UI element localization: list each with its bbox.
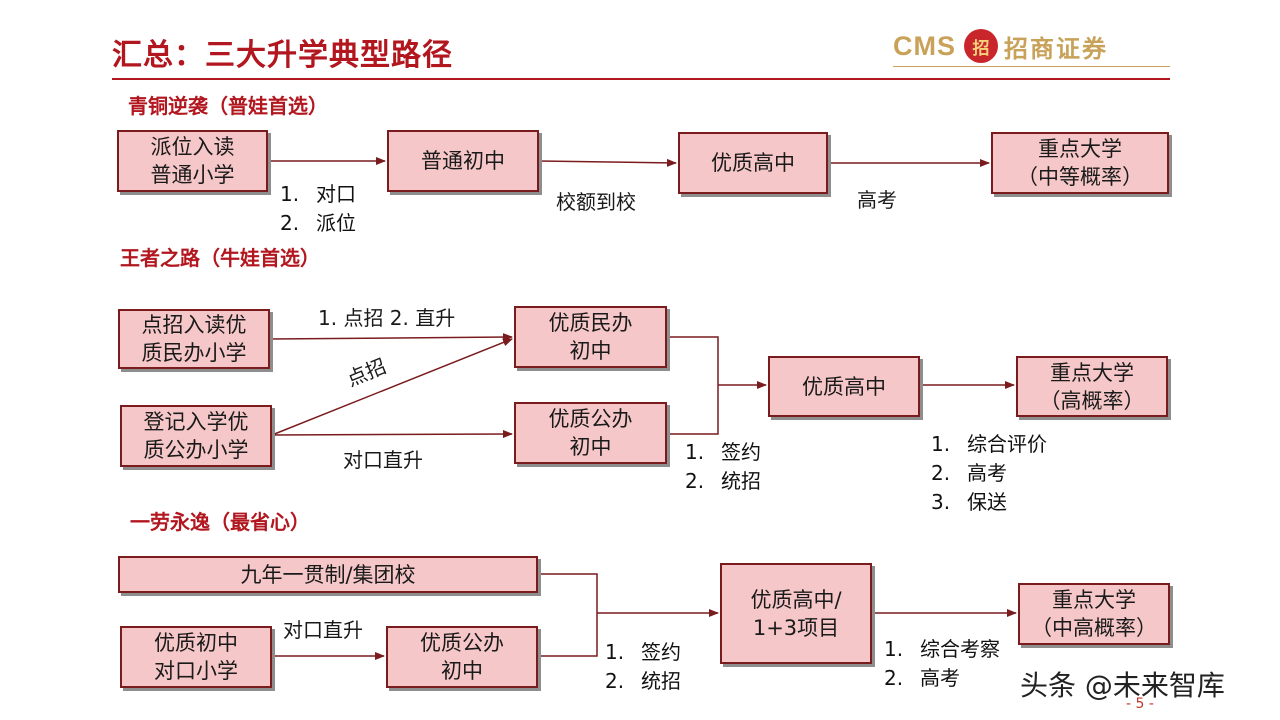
box-quality-high-school-1plus3: 优质高中/ 1+3项目 (720, 563, 872, 664)
list-item: 1.签约 (685, 440, 761, 464)
list-item: 2.派位 (280, 211, 356, 235)
label-list-university-routes: 1.综合评价 2.高考 3.保送 (931, 430, 1047, 517)
list-item: 2.高考 (884, 666, 960, 690)
box-public-junior-high-3: 优质公办 初中 (386, 626, 538, 688)
title-underline (112, 78, 1170, 80)
page-number: - 5 - (1126, 696, 1154, 712)
box-regular-junior-high: 普通初中 (387, 130, 539, 192)
box-key-university-3: 重点大学 （中高概率） (1018, 583, 1170, 645)
label-quota-to-school: 校额到校 (556, 190, 636, 214)
page-title: 汇总：三大升学典型路径 (112, 38, 453, 73)
logo-underline (893, 66, 1170, 67)
label-list-sign-admission: 1.签约 2.统招 (685, 438, 761, 496)
section-title-bronze: 青铜逆袭（普娃首选） (128, 94, 328, 118)
label-direct-promote: 对口直升 (343, 448, 423, 472)
box-quality-high-school-2: 优质高中 (768, 356, 920, 417)
arrow-b2-2-to-b2-4 (271, 430, 513, 439)
list-item: 2.统招 (685, 469, 761, 493)
connector-b3-1-merge (538, 573, 598, 613)
logo-cms-text: CMS (893, 30, 956, 61)
arrow-b2-2-to-b2-3-diagonal (271, 338, 513, 436)
box-nine-year-school: 九年一贯制/集团校 (118, 556, 538, 593)
list-item: 3.保送 (931, 490, 1007, 514)
list-item: 1.综合考察 (884, 637, 1000, 661)
box-public-junior-high: 优质公办 初中 (514, 402, 667, 464)
connector-b3-3-merge (538, 613, 598, 657)
label-select-promote: 1. 点招 2. 直升 (318, 306, 456, 330)
label-list-sign-admission-3: 1.签约 2.统招 (605, 638, 681, 696)
logo-chinese-name: 招商证券 (1004, 33, 1108, 63)
box-private-junior-high: 优质民办 初中 (514, 306, 667, 368)
list-item: 2.统招 (605, 669, 681, 693)
label-gaokao: 高考 (857, 188, 897, 212)
box-quality-high-school: 优质高中 (678, 132, 828, 194)
box-public-primary: 登记入学优 质公办小学 (120, 405, 272, 467)
box-dispatch-primary: 派位入读 普通小学 (117, 130, 268, 192)
watermark: 头条 @未来智库 (1020, 669, 1225, 702)
logo-badge-icon: 招 (964, 29, 998, 63)
section-title-easy: 一劳永逸（最省心） (130, 510, 310, 534)
company-logo: CMS 招 招商证券 (893, 28, 1108, 64)
box-catchment-primary: 优质初中 对口小学 (120, 626, 272, 688)
list-item: 1.综合评价 (931, 432, 1047, 456)
box-private-primary: 点招入读优 质民办小学 (118, 309, 270, 369)
label-direct-promote-3: 对口直升 (283, 618, 363, 642)
label-list-catchment-dispatch: 1.对口 2.派位 (280, 180, 356, 238)
list-item: 2.高考 (931, 461, 1007, 485)
connector-b2-3-merge (667, 336, 719, 385)
section-title-king: 王者之路（牛娃首选） (120, 246, 320, 270)
list-item: 1.签约 (605, 640, 681, 664)
box-key-university-2: 重点大学 （高概率） (1016, 356, 1168, 417)
connector-b2-4-merge (667, 385, 719, 435)
list-item: 1.对口 (280, 182, 356, 206)
arrow-b2-1-to-b2-3 (269, 333, 513, 342)
box-key-university: 重点大学 （中等概率） (991, 132, 1169, 194)
arrow-b1-2-to-b1-3 (538, 158, 677, 167)
label-list-university-routes-3: 1.综合考察 2.高考 (884, 635, 1000, 693)
